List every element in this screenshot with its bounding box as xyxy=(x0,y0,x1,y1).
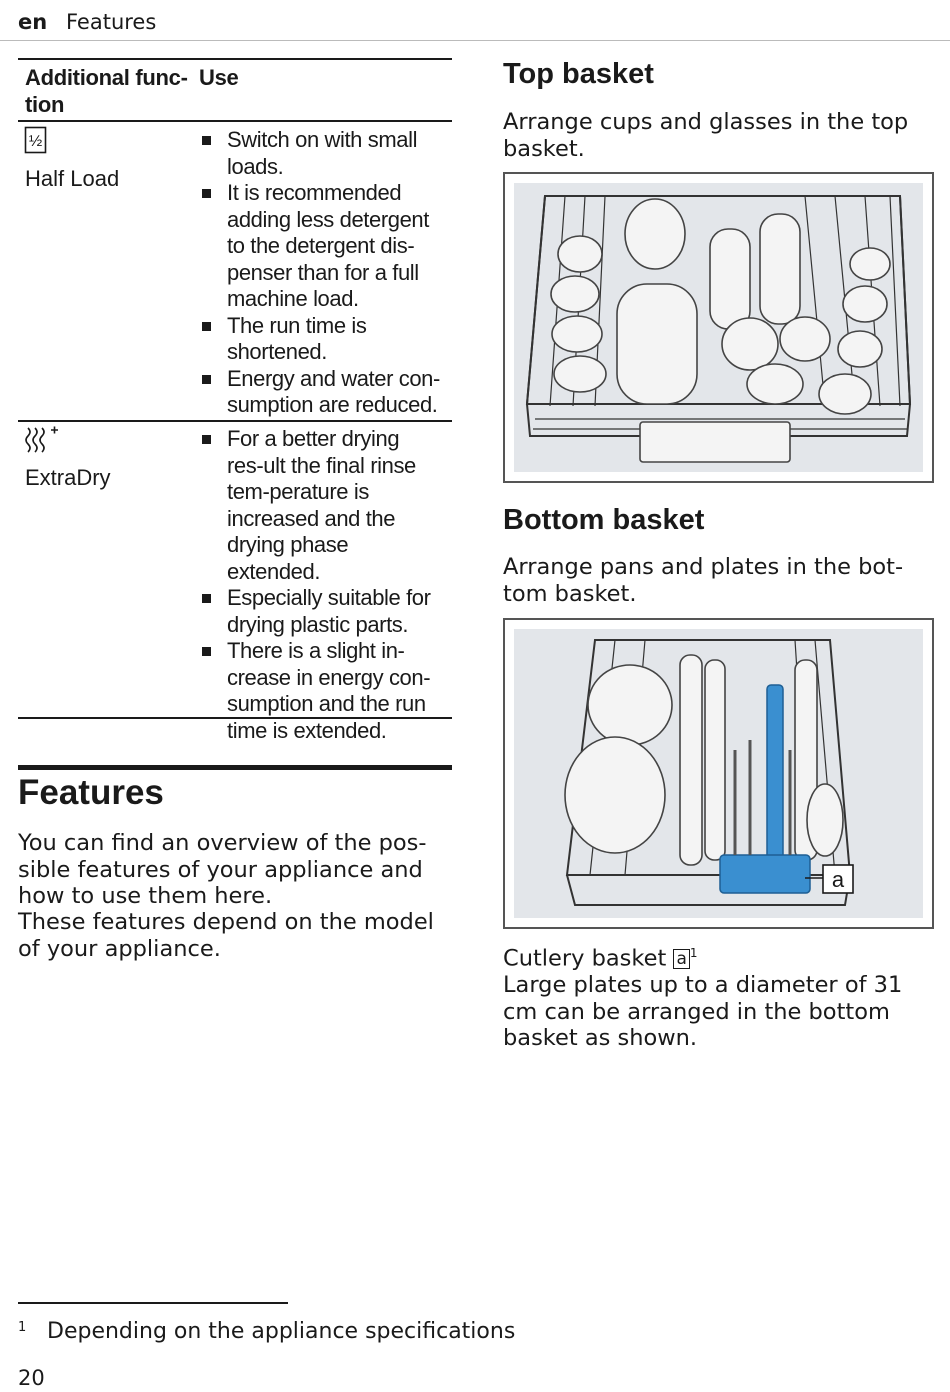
list-item: There is a slight in-crease in energy co… xyxy=(200,638,440,744)
function-name-extra-dry: ExtraDry xyxy=(25,465,111,490)
language-code: en xyxy=(18,10,48,34)
caption-text: Cutlery basket xyxy=(503,945,667,972)
header-rule xyxy=(0,40,950,41)
footnote-text: Depending on the appliance specification… xyxy=(47,1319,516,1344)
list-item: For a better drying res-ult the final ri… xyxy=(200,426,440,585)
top-basket-heading: Top basket xyxy=(503,58,654,90)
footnote-mark: 1 xyxy=(18,1320,27,1335)
table-header-use: Use xyxy=(199,65,239,90)
table-top-rule xyxy=(18,58,452,60)
callout-label: a xyxy=(832,867,845,892)
features-paragraph: You can find an overview of the pos-sibl… xyxy=(18,830,427,909)
list-item: Especially suitable for drying plastic p… xyxy=(200,585,440,638)
list-item: The run time is shortened. xyxy=(200,313,440,366)
half-load-symbol: ½ xyxy=(29,133,42,150)
table-row-rule xyxy=(18,420,452,422)
list-item: Energy and water con-sumption are reduce… xyxy=(200,366,440,419)
bottom-basket-heading: Bottom basket xyxy=(503,504,705,536)
half-load-icon: ½ xyxy=(24,126,48,154)
header-section-title: Features xyxy=(66,10,157,34)
table-header-rule xyxy=(18,120,452,122)
footnote-ref: 1 xyxy=(689,946,698,960)
top-basket-drawing xyxy=(525,195,912,463)
large-plates-note: Large plates up to a diameter of 31 cm c… xyxy=(503,972,903,1051)
extra-dry-icon xyxy=(24,424,64,454)
features-heading: Features xyxy=(18,773,164,812)
bottom-basket-drawing: a xyxy=(564,639,854,906)
caption-ref-box: a xyxy=(673,948,690,969)
bottom-basket-text: Arrange pans and plates in the bot-tom b… xyxy=(503,554,904,607)
table-bottom-rule xyxy=(18,717,452,719)
half-load-uses: Switch on with small loads. It is recomm… xyxy=(200,127,440,419)
function-name-half-load: Half Load xyxy=(25,166,120,191)
footnote-rule xyxy=(18,1302,288,1304)
features-rule xyxy=(18,765,452,770)
list-item: It is recommended adding less detergent … xyxy=(200,180,440,313)
top-basket-illustration xyxy=(503,172,934,483)
page-number: 20 xyxy=(18,1366,45,1390)
table-header-function-text: Additional func-tion xyxy=(25,65,188,117)
bottom-basket-illustration: a xyxy=(503,618,934,929)
extra-dry-uses: For a better drying res-ult the final ri… xyxy=(200,426,440,744)
callout-box xyxy=(822,864,854,894)
table-header-function: Additional func-tion xyxy=(25,64,190,118)
top-basket-text: Arrange cups and glasses in the top bask… xyxy=(503,109,909,162)
list-item: Switch on with small loads. xyxy=(200,127,440,180)
features-paragraph-2: These features depend on the model of yo… xyxy=(18,909,434,962)
